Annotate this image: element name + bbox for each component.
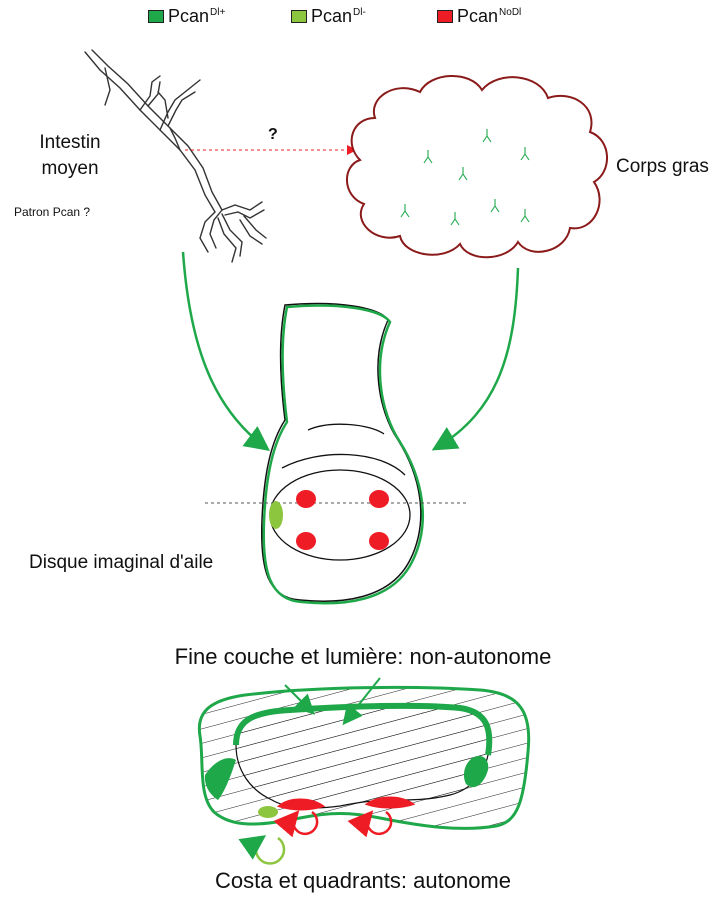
cross-section-red-left — [280, 800, 322, 809]
arrow-from-fat-body — [436, 268, 518, 448]
red-spot-3 — [296, 532, 316, 550]
question-mark-label: ? — [268, 126, 278, 144]
red-spot-4 — [369, 532, 389, 550]
intestin-label-line1: Intestin — [28, 130, 112, 156]
midgut-drawing — [85, 50, 266, 262]
green-spot-dl-minus — [269, 501, 283, 529]
red-spot-2 — [369, 490, 389, 508]
loop-arrow-green — [256, 838, 284, 863]
red-spot-1 — [296, 490, 316, 508]
cross-section-red-right — [368, 798, 412, 807]
fat-body-cloud — [347, 76, 607, 257]
intestin-moyen-label: Intestin moyen — [28, 130, 112, 182]
wing-disc-outline — [262, 303, 421, 601]
disque-imaginal-label: Disque imaginal d'aile — [29, 550, 213, 576]
arrow-from-gut — [183, 252, 266, 448]
corps-gras-label: Corps gras — [616, 154, 709, 180]
cross-section-green-spot — [258, 806, 278, 818]
cross-section-lumen — [236, 706, 489, 808]
caption-autonome: Costa et quadrants: autonome — [0, 868, 726, 894]
disc-cross-section — [199, 687, 528, 828]
caption-non-autonome: Fine couche et lumière: non-autonome — [0, 644, 726, 670]
intestin-label-line2: moyen — [28, 156, 112, 182]
patron-pcan-label: Patron Pcan ? — [14, 205, 90, 219]
